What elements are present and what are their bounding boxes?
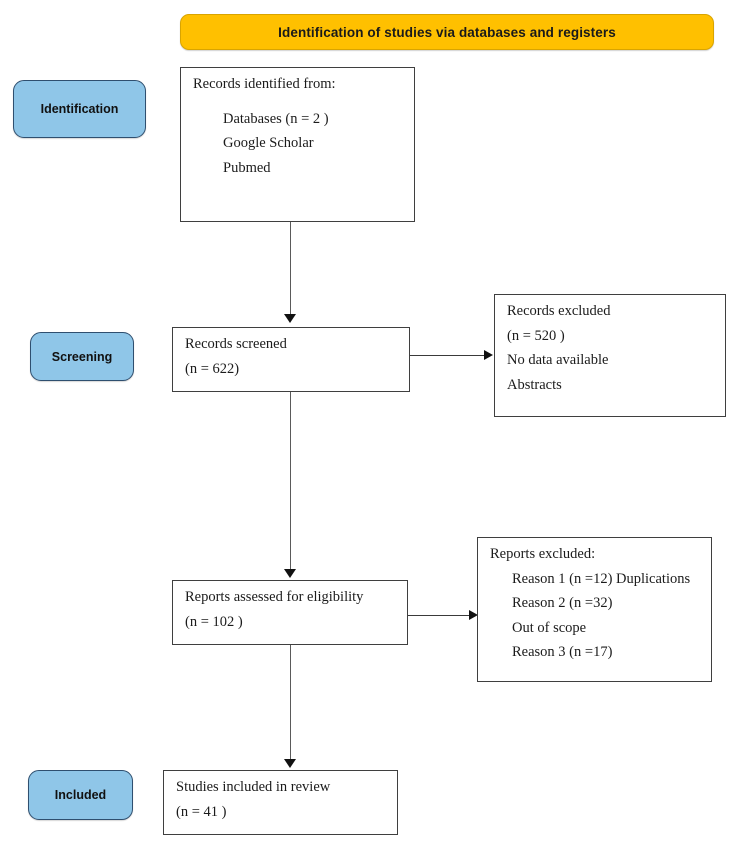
records-excluded-line-2: (n = 520 )	[507, 327, 565, 344]
stage-pill-identification-label: Identification	[40, 102, 119, 116]
reports-excluded-line-2: Reason 1 (n =12) Duplications	[512, 570, 691, 587]
reports-excluded-line-1: Reports excluded:	[490, 546, 596, 562]
stage-pill-identification: Identification	[13, 80, 146, 138]
stage-pill-screening: Screening	[30, 332, 134, 381]
box-reports-excluded: Reports excluded: Reason 1 (n =12) Dupli…	[477, 537, 712, 682]
box-studies-included: Studies included in review (n = 41 )	[163, 770, 398, 835]
arrowhead-identified-to-screened	[284, 314, 296, 323]
connector-identified-to-screened	[290, 222, 292, 314]
connector-screened-to-excluded	[410, 355, 485, 357]
stage-pill-screening-label: Screening	[51, 349, 113, 364]
box-records-screened: Records screened (n = 622)	[172, 327, 410, 392]
reports-excluded-line-3: Reason 2 (n =32)	[512, 595, 613, 611]
stage-pill-included: Included	[28, 770, 133, 820]
box-records-identified: Records identified from: Databases (n = …	[180, 67, 415, 222]
reports-assessed-line-1: Reports assessed for eligibility	[185, 589, 364, 605]
arrowhead-assessed-to-reports-excluded	[469, 610, 478, 620]
identification-banner: Identification of studies via databases …	[180, 14, 714, 50]
arrowhead-screened-to-excluded	[484, 350, 493, 360]
reports-assessed-line-2: (n = 102 )	[185, 613, 243, 630]
records-identified-line-4: Pubmed	[223, 159, 271, 176]
records-screened-line-1: Records screened	[185, 336, 287, 352]
reports-excluded-line-5: Reason 3 (n =17)	[512, 644, 613, 660]
connector-screened-to-assessed	[290, 392, 292, 570]
records-screened-line-2: (n = 622)	[185, 360, 240, 377]
records-excluded-line-1: Records excluded	[507, 303, 611, 319]
identification-banner-label: Identification of studies via databases …	[278, 24, 616, 40]
studies-included-line-2: (n = 41 )	[176, 803, 227, 820]
reports-excluded-line-4: Out of scope	[512, 619, 587, 636]
studies-included-line-1: Studies included in review	[176, 779, 331, 795]
records-identified-line-2: Databases (n = 2 )	[223, 110, 329, 127]
records-excluded-line-4: Abstracts	[507, 376, 562, 393]
connector-assessed-to-reports-excluded	[408, 615, 470, 617]
arrowhead-screened-to-assessed	[284, 569, 296, 578]
records-excluded-line-3: No data available	[507, 352, 609, 368]
box-reports-assessed: Reports assessed for eligibility (n = 10…	[172, 580, 408, 645]
arrowhead-assessed-to-included	[284, 759, 296, 768]
stage-pill-included-label: Included	[54, 788, 107, 802]
records-identified-line-3: Google Scholar	[223, 135, 314, 151]
box-records-excluded: Records excluded (n = 520 ) No data avai…	[494, 294, 726, 417]
records-identified-line-1: Records identified from:	[193, 76, 336, 92]
connector-assessed-to-included	[290, 645, 292, 760]
